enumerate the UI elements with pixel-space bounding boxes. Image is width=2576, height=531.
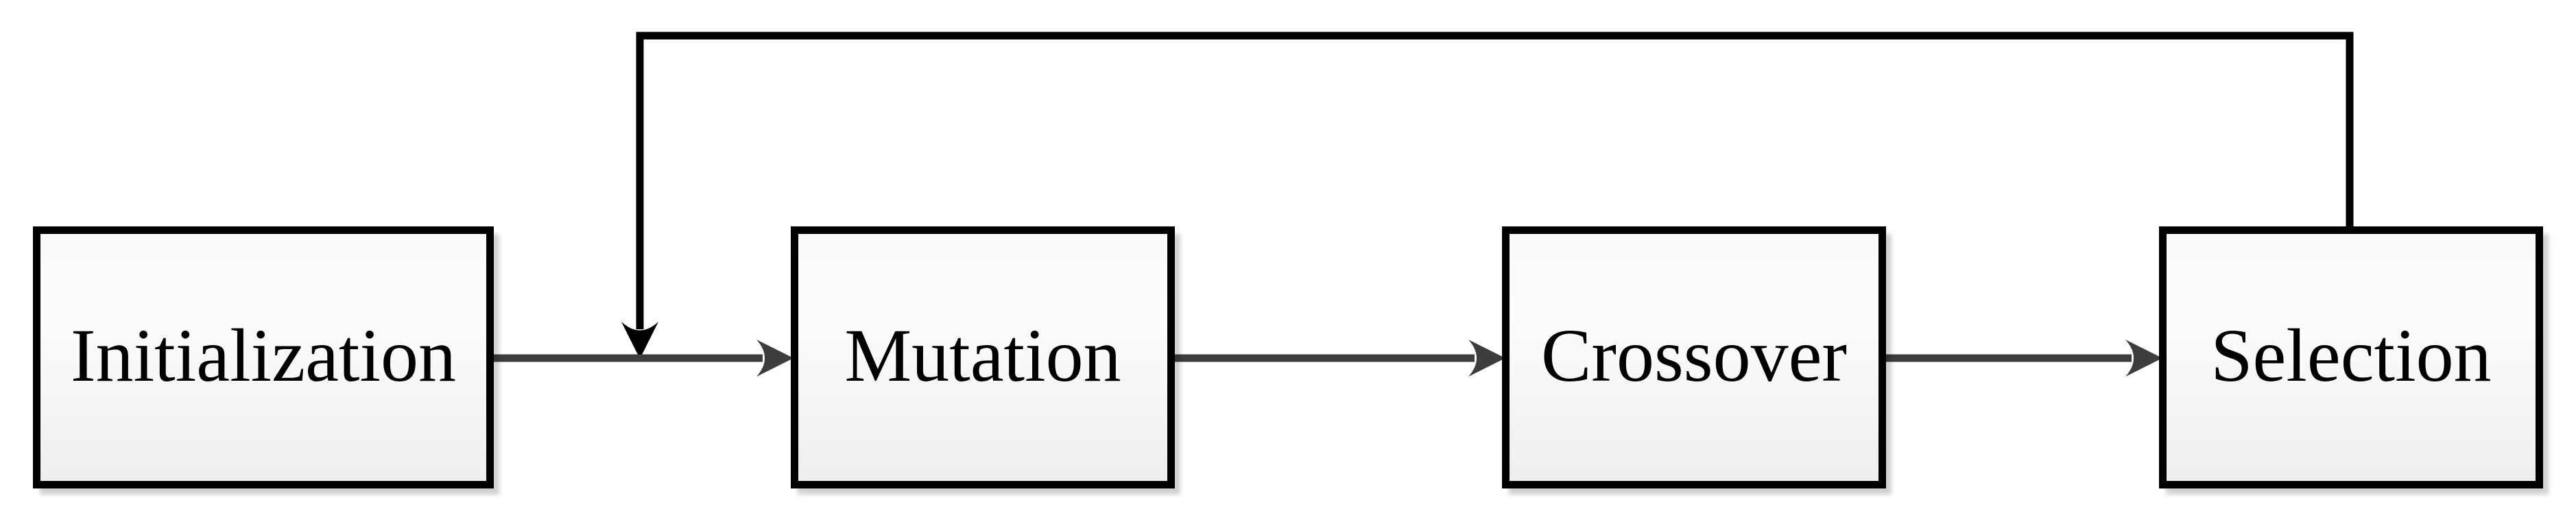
node-mutation: Mutation — [791, 226, 1175, 488]
node-selection: Selection — [2159, 226, 2543, 488]
edge-selection-to-mutation-arrowhead-icon — [621, 322, 658, 359]
node-initialization-label: Initialization — [70, 314, 457, 397]
edge-initialization-to-mutation-arrowhead-icon — [756, 340, 794, 377]
edge-crossover-to-selection-arrowhead-icon — [2125, 340, 2162, 377]
edge-mutation-to-crossover-arrowhead-icon — [1468, 340, 1505, 377]
node-mutation-label: Mutation — [844, 314, 1121, 397]
node-crossover: Crossover — [1502, 226, 1886, 488]
node-initialization: Initialization — [33, 226, 494, 488]
node-selection-label: Selection — [2210, 314, 2492, 397]
node-crossover-label: Crossover — [1540, 314, 1848, 397]
